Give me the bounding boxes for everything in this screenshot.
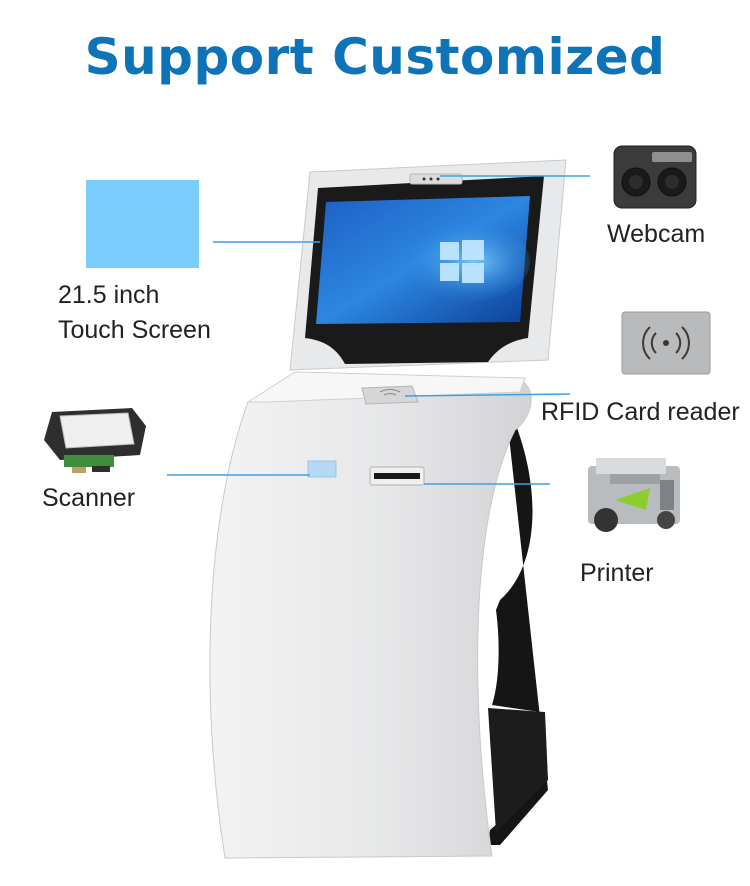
rfid-pad-on-kiosk: [361, 385, 419, 405]
touch-screen-label-line1: 21.5 inch: [58, 281, 160, 309]
touch-screen-swatch: [86, 180, 199, 268]
printer-label: Printer: [580, 559, 654, 587]
page-title: Support Customized: [84, 28, 666, 86]
kiosk-body: [209, 374, 532, 859]
scanner-icon: [44, 408, 146, 473]
rfid-label: RFID Card reader: [541, 398, 740, 426]
rfid-reader-icon: [621, 311, 711, 375]
scanner-label: Scanner: [42, 484, 136, 512]
printer-icon: [588, 458, 680, 532]
windows-logo-icon: [440, 240, 484, 283]
touch-screen-label-line2: Touch Screen: [58, 316, 211, 344]
webcam-icon: [613, 145, 697, 209]
leader-lines: [167, 175, 590, 485]
webcam-label: Webcam: [607, 220, 706, 248]
kiosk-back-panel: [488, 400, 548, 845]
scanner-window-on-kiosk: [307, 460, 337, 478]
printer-slot-on-kiosk: [369, 466, 425, 486]
